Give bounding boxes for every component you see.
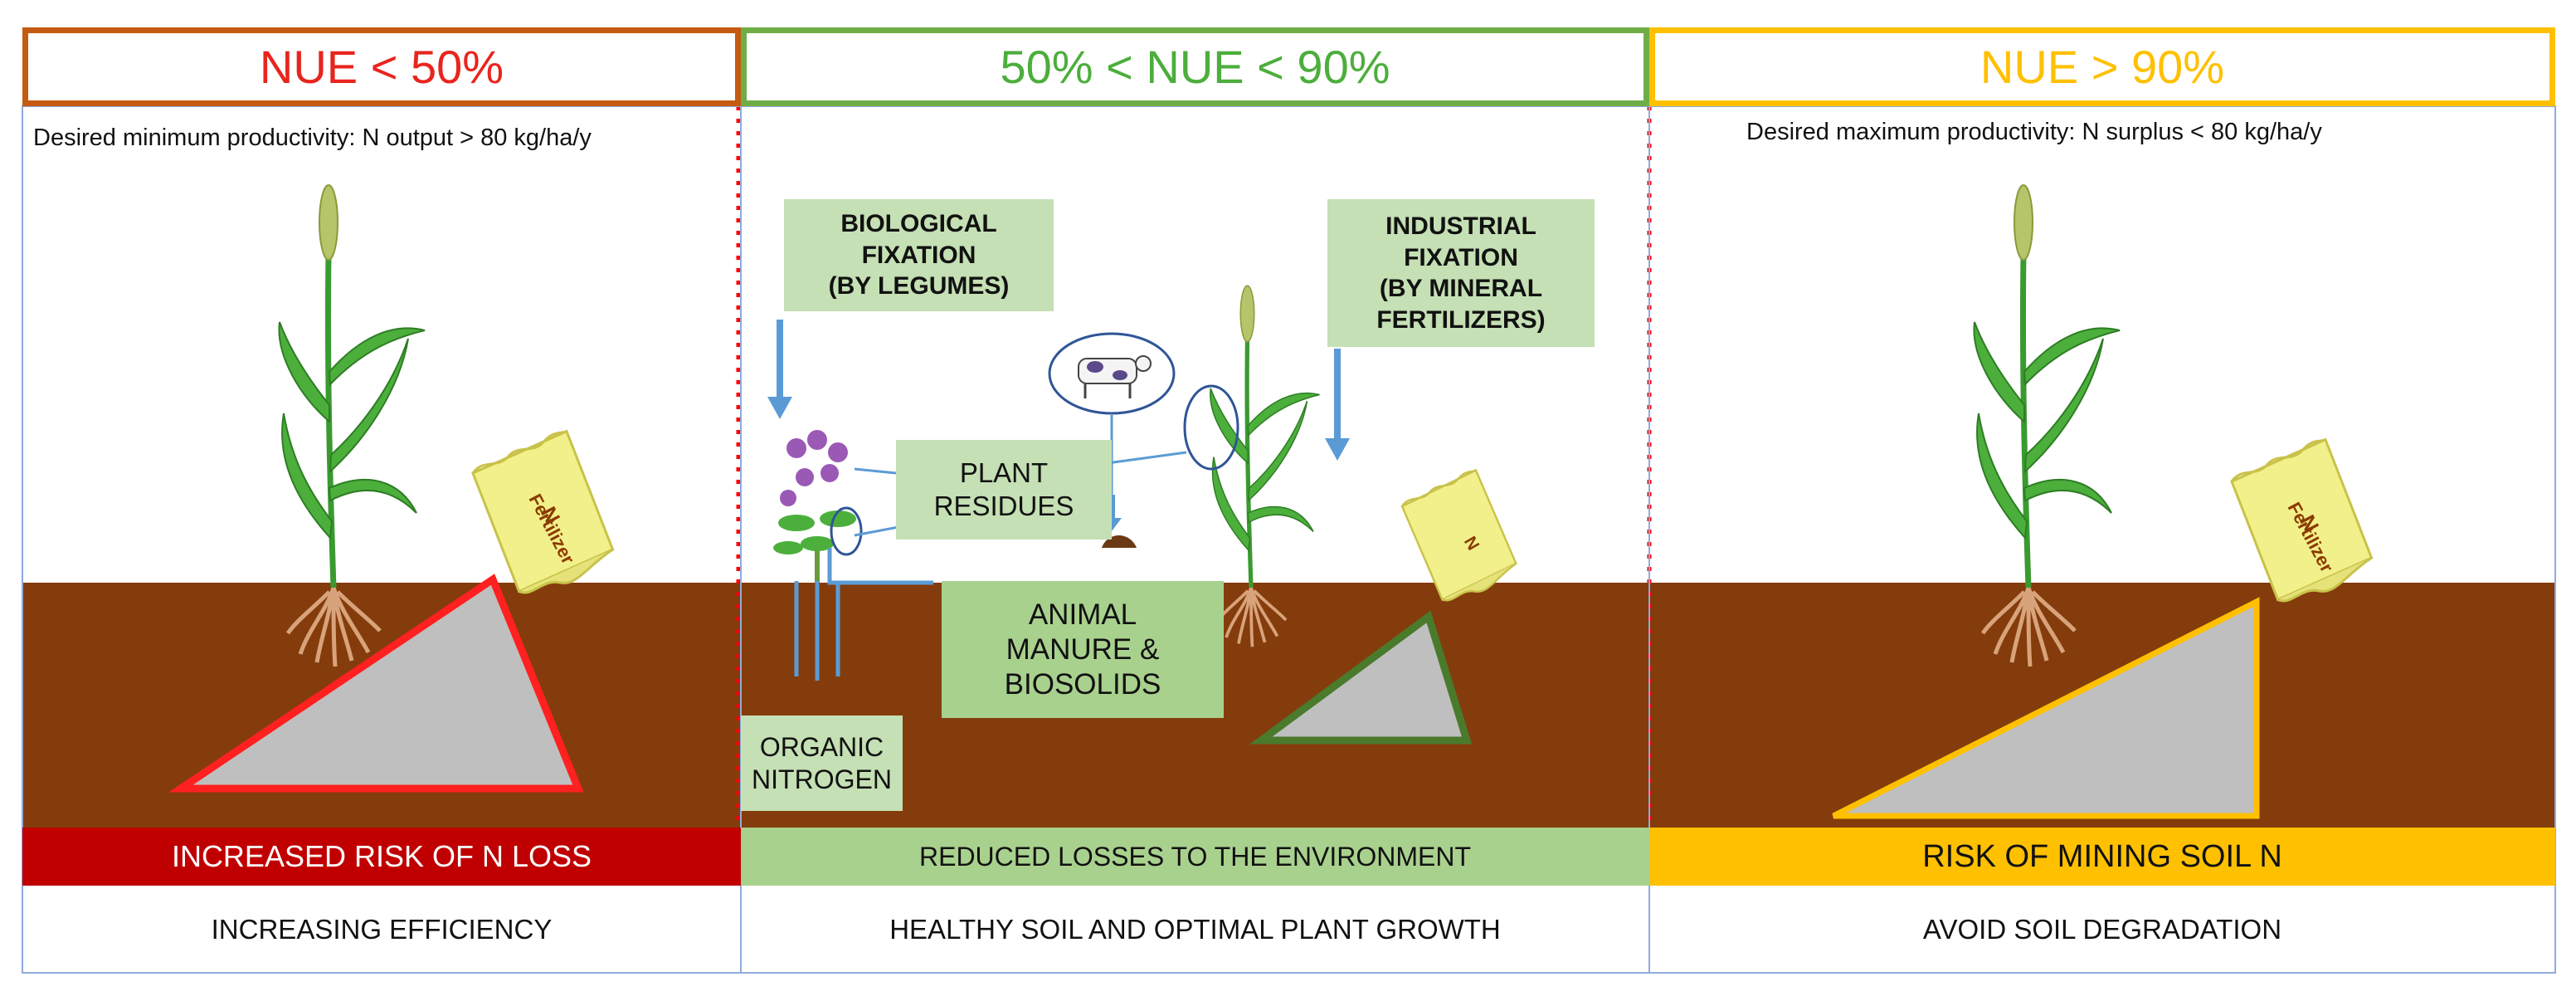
subtitle-max-productivity: Desired maximum productivity: N surplus … (1746, 119, 2322, 145)
footer-avoid-degradation: AVOID SOIL DEGRADATION (1649, 886, 2555, 973)
cow (1078, 355, 1152, 398)
footer-healthy-soil-text: HEALTHY SOIL AND OPTIMAL PLANT GROWTH (889, 913, 1501, 945)
organic-nitrogen-box: ORGANIC NITROGEN (741, 715, 903, 811)
band-reduced-losses: REDUCED LOSSES TO THE ENVIRONMENT (741, 828, 1649, 886)
header-nue-low-text: NUE < 50% (259, 41, 504, 93)
animal-manure-box: ANIMAL MANURE & BIOSOLIDS (942, 581, 1224, 718)
header-nue-low: NUE < 50% (22, 27, 741, 106)
header-nue-mid-text: 50% < NUE < 90% (1000, 41, 1390, 93)
footer-avoid-degradation-text: AVOID SOIL DEGRADATION (1922, 913, 2282, 945)
header-nue-mid: 50% < NUE < 90% (741, 27, 1649, 106)
header-nue-high: NUE > 90% (1649, 27, 2555, 106)
footer-increasing-efficiency: INCREASING EFFICIENCY (22, 886, 741, 973)
footer-increasing-efficiency-text: INCREASING EFFICIENCY (211, 913, 553, 945)
band-reduced-losses-text: REDUCED LOSSES TO THE ENVIRONMENT (918, 841, 1471, 872)
industrial-fixation-box: INDUSTRIAL FIXATION (BY MINERAL FERTILIZ… (1327, 199, 1595, 347)
legume-plant (773, 430, 863, 583)
plant-residues-box: PLANT RESIDUES (896, 440, 1112, 540)
band-increased-risk-text: INCREASED RISK OF N LOSS (171, 839, 592, 873)
band-increased-risk: INCREASED RISK OF N LOSS (22, 828, 741, 886)
footer-healthy-soil: HEALTHY SOIL AND OPTIMAL PLANT GROWTH (741, 886, 1649, 973)
subtitle-min-productivity: Desired minimum productivity: N output >… (33, 125, 592, 151)
header-nue-high-text: NUE > 90% (1979, 41, 2225, 93)
biological-fixation-box: BIOLOGICAL FIXATION (BY LEGUMES) (784, 199, 1054, 311)
band-mining-soil: RISK OF MINING SOIL N (1649, 828, 2555, 886)
band-mining-soil-text: RISK OF MINING SOIL N (1922, 838, 2282, 874)
